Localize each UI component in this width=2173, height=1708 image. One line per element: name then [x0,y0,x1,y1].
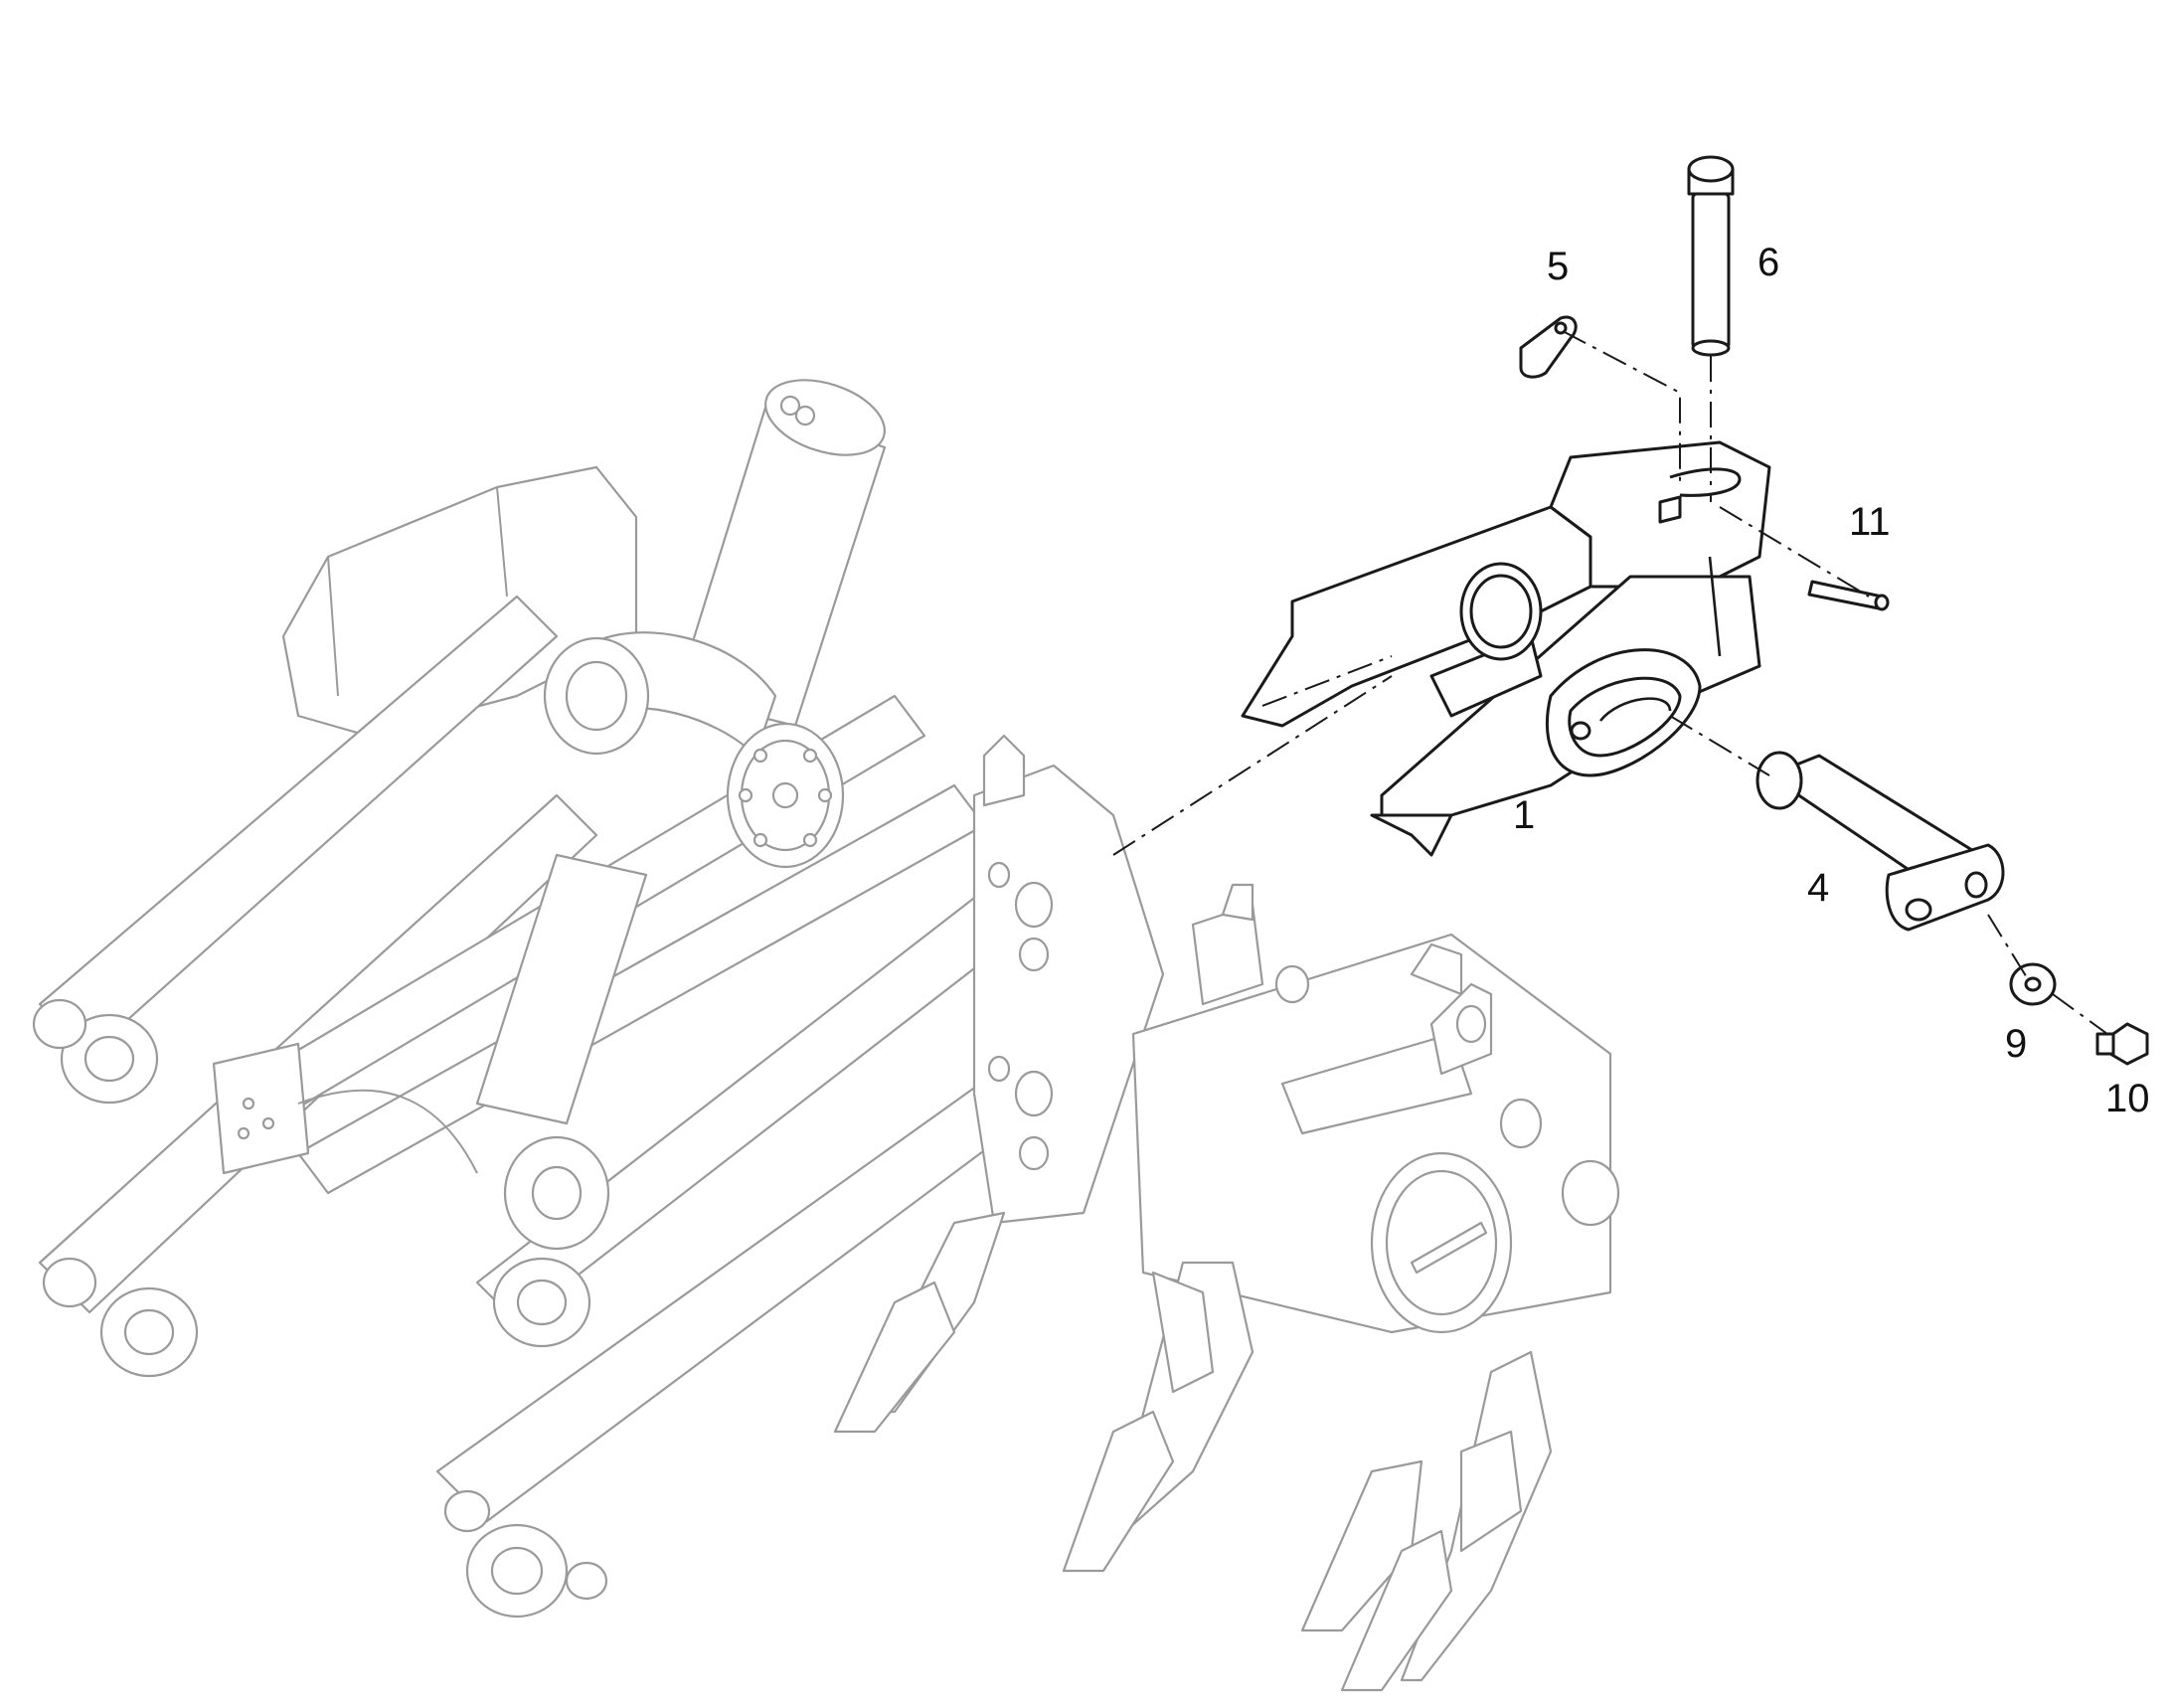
ripper-frame-context [32,379,1620,1692]
leader-lines [1261,330,2108,1035]
part-10-bolt [2095,1022,2149,1066]
part-1-link [1241,440,1771,857]
callout-6: 6 [1757,241,1780,284]
part-4-pin [1755,751,2005,932]
ripper-shanks [833,1211,1553,1692]
callout-11: 11 [1849,500,1891,544]
leader-frame [1112,675,1393,856]
part-11-fitting [1807,580,1890,611]
callout-1: 1 [1513,793,1536,837]
part-6-pin [1687,155,1735,357]
lift-cylinder [475,853,648,1125]
tool-beam [1131,883,1620,1334]
callout-9: 9 [2005,1022,2028,1066]
tilt-cylinder [543,379,887,869]
callout-4: 4 [1807,866,1830,910]
part-5-keeper [1519,315,1578,379]
side-plate [972,764,1165,1225]
callout-5: 5 [1547,245,1570,288]
callout-10: 10 [2105,1077,2150,1120]
pivot-bosses [32,998,608,1619]
manifold-plate [212,1042,310,1175]
